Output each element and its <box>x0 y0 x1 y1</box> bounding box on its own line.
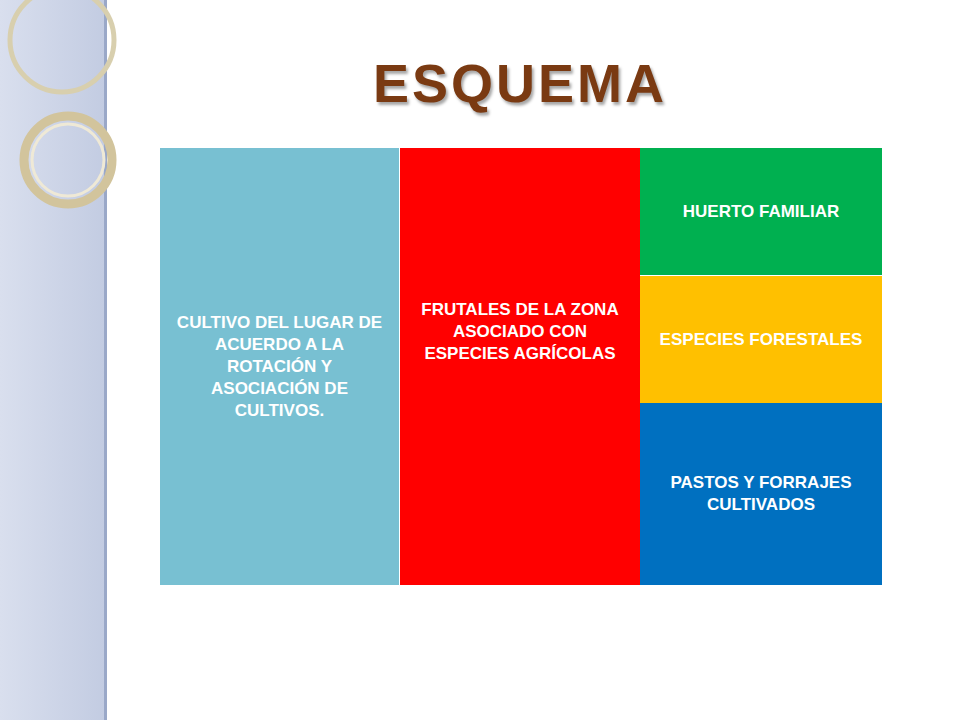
content-box: HUERTO FAMILIAR <box>640 148 882 275</box>
content-box: FRUTALES DE LA ZONA ASOCIADO CON ESPECIE… <box>400 148 640 585</box>
content-box: CULTIVO DEL LUGAR DE ACUERDO A LA ROTACI… <box>160 148 400 585</box>
deco-ring <box>24 116 112 204</box>
side-band <box>0 0 104 720</box>
content-box: ESPECIES FORESTALES <box>640 276 882 403</box>
deco-ring <box>10 0 114 92</box>
box-label: CULTIVO DEL LUGAR DE ACUERDO A LA ROTACI… <box>174 312 385 422</box>
box-label: HUERTO FAMILIAR <box>683 201 839 223</box>
side-edge <box>104 0 107 720</box>
box-label: ESPECIES FORESTALES <box>660 329 863 351</box>
box-label: PASTOS Y FORRAJES CULTIVADOS <box>654 472 868 516</box>
box-label: FRUTALES DE LA ZONA ASOCIADO CON ESPECIE… <box>414 299 626 365</box>
content-box: PASTOS Y FORRAJES CULTIVADOS <box>640 403 882 585</box>
deco-ring <box>32 124 104 196</box>
slide-title: ESQUEMA <box>300 52 740 114</box>
